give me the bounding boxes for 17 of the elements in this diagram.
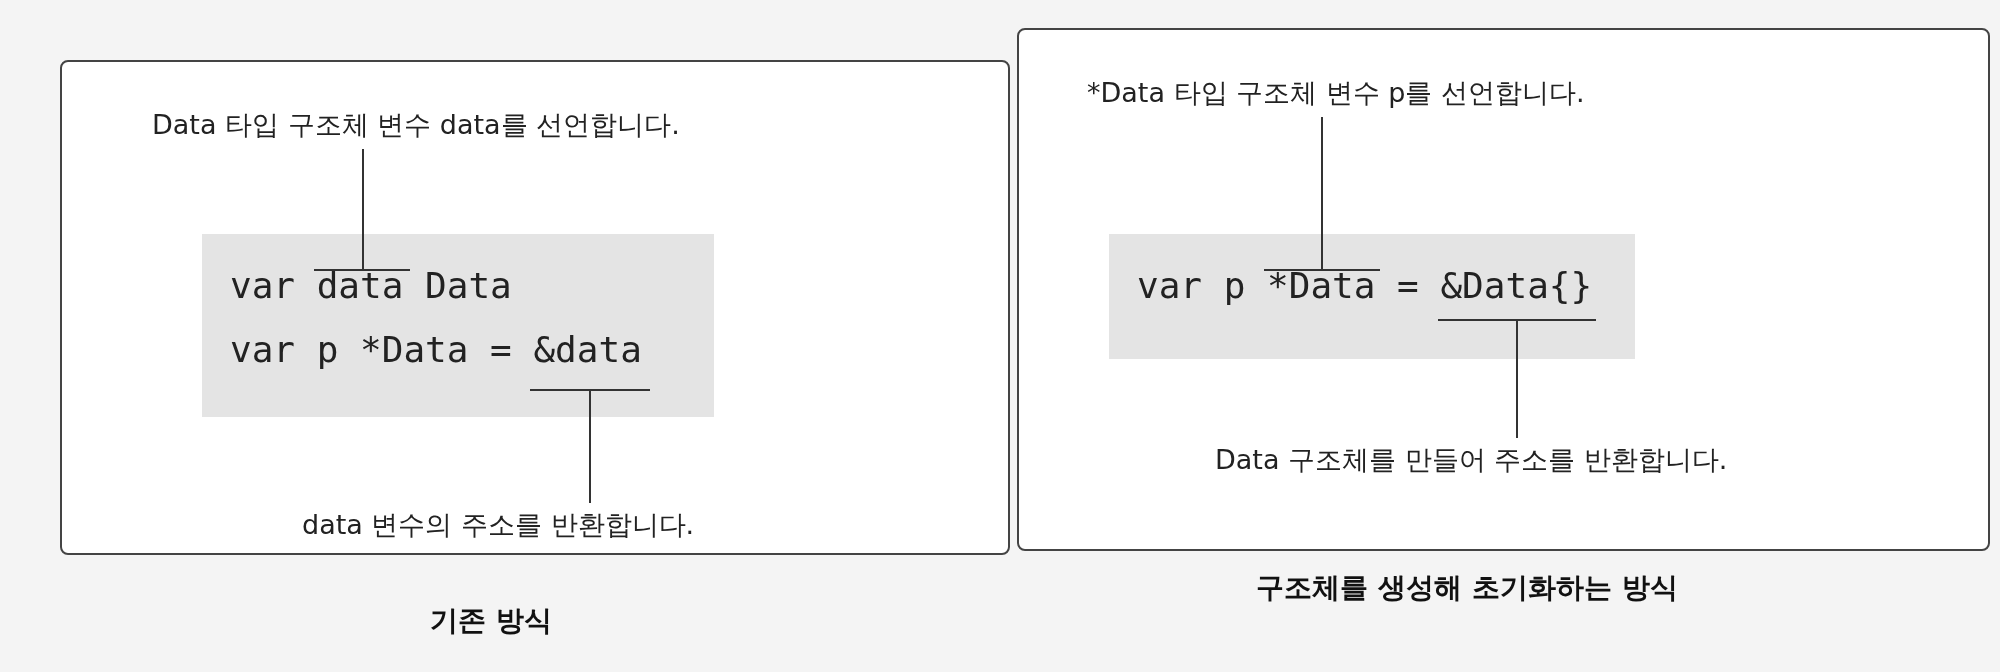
- annotation-text: *Data 타입 구조체 변수 p를 선언합니다.: [1087, 75, 1585, 111]
- annotation-text: Data 타입 구조체 변수 data를 선언합니다.: [152, 107, 680, 143]
- panel-box: [60, 60, 1010, 555]
- panel-caption: 구조체를 생성해 초기화하는 방식: [1256, 570, 1678, 606]
- code-line: var data Data: [230, 264, 513, 308]
- leader-line: [529, 389, 651, 504]
- code-block: [1109, 234, 1635, 359]
- leader-line: [1437, 319, 1597, 439]
- code-line: var p *Data = &Data{}: [1137, 264, 1594, 308]
- annotation-text: Data 구조체를 만들어 주소를 반환합니다.: [1215, 442, 1728, 478]
- code-block: [202, 234, 714, 417]
- leader-line: [313, 148, 411, 271]
- panel-box: [1017, 28, 1990, 551]
- annotation-text: data 변수의 주소를 반환합니다.: [302, 507, 695, 543]
- panel-caption: 기존 방식: [430, 603, 552, 639]
- leader-line: [1263, 116, 1381, 271]
- code-line: var p *Data = &data: [230, 328, 643, 372]
